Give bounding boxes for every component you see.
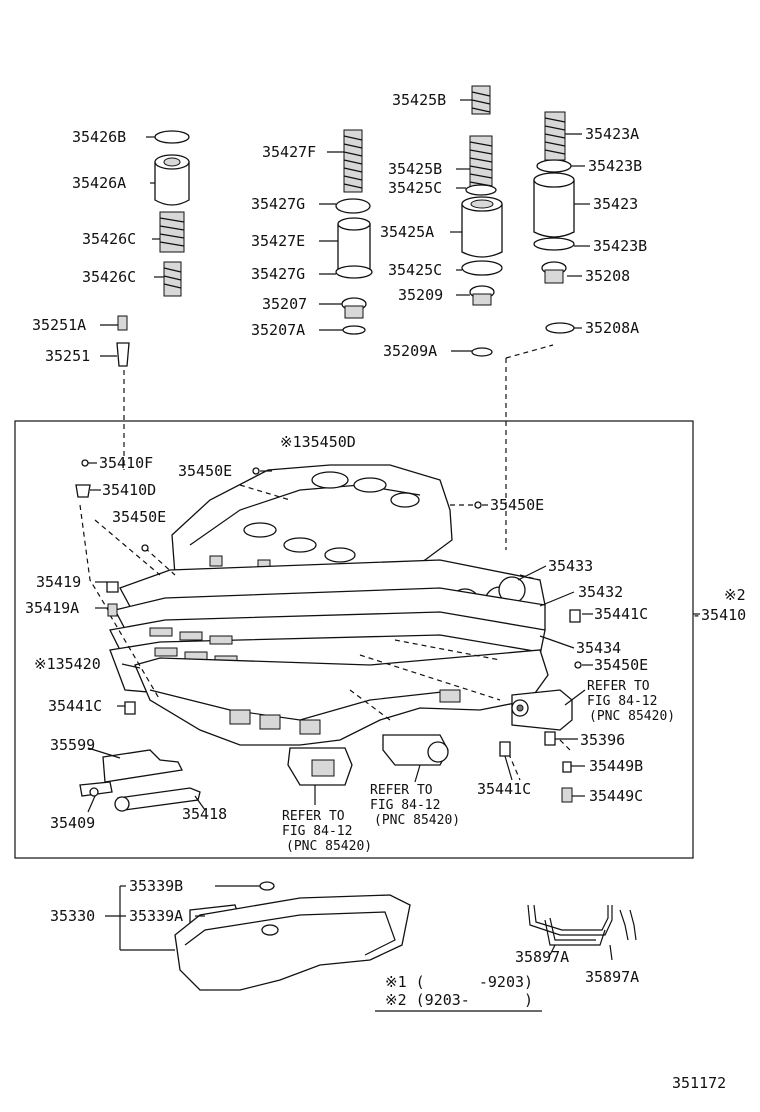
note-1: ※1 ( -9203): [385, 973, 533, 991]
refer-1-line-3: (PNC 85420): [589, 709, 675, 724]
label-35449B: 35449B: [589, 757, 643, 775]
label-35450E-c: 35450E: [112, 508, 166, 526]
refer-2-line-2: FIG 84-12: [370, 798, 440, 813]
label-35419A: 35419A: [25, 599, 79, 617]
label-35450E-b: 35450E: [490, 496, 544, 514]
detent-parts: [79, 749, 201, 812]
label-35433: 35433: [548, 557, 593, 575]
part-35251-group: [116, 315, 130, 367]
label-35426A: 35426A: [72, 174, 126, 192]
label-35441C-c: 35441C: [477, 780, 531, 798]
label-35339B: 35339B: [129, 877, 183, 895]
label-35423A: 35423A: [585, 125, 639, 143]
label-35425C-a: 35425C: [388, 179, 442, 197]
label-35897A-b: 35897A: [585, 968, 639, 986]
label-35425C-b: 35425C: [388, 261, 442, 279]
label-35425B-b: 35425B: [388, 160, 442, 178]
solenoid-parts: [287, 689, 573, 786]
label-35425A: 35425A: [380, 223, 434, 241]
label-35434: 35434: [576, 639, 621, 657]
label-135420: ※135420: [34, 655, 101, 673]
label-35209: 35209: [398, 286, 443, 304]
refer-2-line-3: (PNC 85420): [374, 813, 460, 828]
label-35251: 35251: [45, 347, 90, 365]
refer-2-line-1: REFER TO: [370, 783, 433, 798]
label-35207: 35207: [262, 295, 307, 313]
label-35209A: 35209A: [383, 342, 437, 360]
label-35339A: 35339A: [129, 907, 183, 925]
label-35419: 35419: [36, 573, 81, 591]
label-35423B-a: 35423B: [588, 157, 642, 175]
label-35432: 35432: [578, 583, 623, 601]
label-35410D: 35410D: [102, 481, 156, 499]
label-35427G-a: 35427G: [251, 195, 305, 213]
refer-1-line-2: FIG 84-12: [587, 694, 657, 709]
refer-1-line-1: REFER TO: [587, 679, 650, 694]
label-35418: 35418: [182, 805, 227, 823]
label-35599: 35599: [50, 736, 95, 754]
label-35423: 35423: [593, 195, 638, 213]
label-35450E-d: 35450E: [594, 656, 648, 674]
label-135450D: ※135450D: [280, 433, 356, 451]
part-35426-group: [154, 130, 190, 297]
refer-3-line-3: (PNC 85420): [286, 839, 372, 854]
label-35396: 35396: [580, 731, 625, 749]
label-35426C-a: 35426C: [82, 230, 136, 248]
label-35427F: 35427F: [262, 143, 316, 161]
label-35427E: 35427E: [251, 232, 305, 250]
label-35330: 35330: [50, 907, 95, 925]
valve-body-frame: [14, 420, 694, 859]
label-35441C-b: 35441C: [48, 697, 102, 715]
refer-3-line-1: REFER TO: [282, 809, 345, 824]
part-35427-group: [335, 129, 373, 335]
label-35251A: 35251A: [32, 316, 86, 334]
label-35449C: 35449C: [589, 787, 643, 805]
diagram-id: 351172: [672, 1074, 726, 1092]
label-35207A: 35207A: [251, 321, 305, 339]
tube-35897A: [527, 904, 637, 946]
label-35410F: 35410F: [99, 454, 153, 472]
part-35423-group: [533, 111, 575, 334]
label-35426B: 35426B: [72, 128, 126, 146]
lower-valve-body: [134, 649, 549, 746]
note-2: ※2 (9203- ): [385, 991, 533, 1009]
label-35426C-b: 35426C: [82, 268, 136, 286]
label-35427G-b: 35427G: [251, 265, 305, 283]
label-35410: -35410: [692, 606, 746, 624]
label-35450E-a: 35450E: [178, 462, 232, 480]
oil-pan-group: [174, 881, 411, 991]
refer-3-line-2: FIG 84-12: [282, 824, 352, 839]
part-35425-group: [461, 85, 503, 357]
label-35423B-b: 35423B: [593, 237, 647, 255]
label-mark-2: ※2: [724, 586, 746, 604]
label-35208A: 35208A: [585, 319, 639, 337]
label-35425B-a: 35425B: [392, 91, 446, 109]
label-35441C-a: 35441C: [594, 605, 648, 623]
label-35208: 35208: [585, 267, 630, 285]
label-35409: 35409: [50, 814, 95, 832]
label-35897A-a: 35897A: [515, 948, 569, 966]
